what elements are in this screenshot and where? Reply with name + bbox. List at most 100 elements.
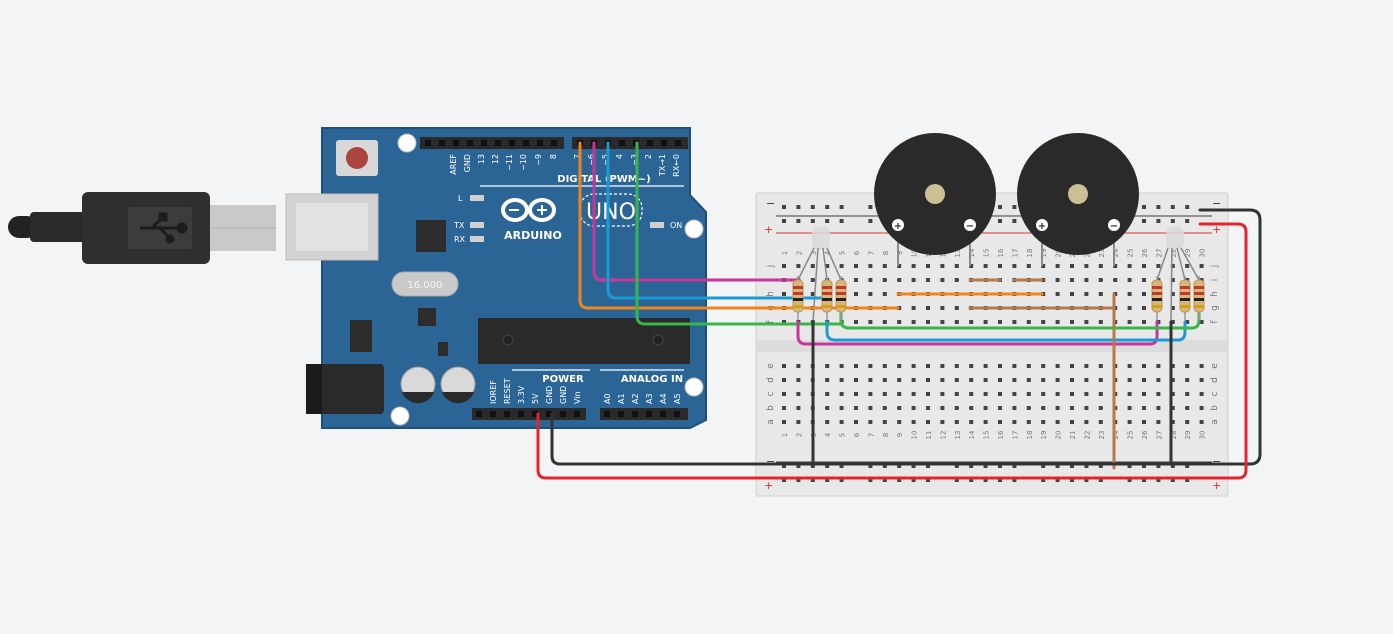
rail-hole[interactable] xyxy=(1070,464,1074,468)
breadboard-hole[interactable] xyxy=(1055,364,1060,368)
rail-hole[interactable] xyxy=(810,219,815,223)
breadboard-hole[interactable] xyxy=(969,392,974,396)
breadboard-hole[interactable] xyxy=(1026,320,1031,324)
rail-hole[interactable] xyxy=(825,478,830,482)
wire-green-led2[interactable] xyxy=(839,310,1201,330)
breadboard-hole[interactable] xyxy=(1041,392,1046,396)
breadboard-hole[interactable] xyxy=(825,364,830,368)
rail-hole[interactable] xyxy=(810,478,815,482)
wire-black-rail-bridge[interactable] xyxy=(1198,208,1262,466)
breadboard-hole[interactable] xyxy=(954,278,959,282)
breadboard-hole[interactable] xyxy=(1055,420,1060,424)
rail-hole[interactable] xyxy=(782,219,786,223)
rail-hole[interactable] xyxy=(998,219,1002,223)
breadboard-hole[interactable] xyxy=(1142,278,1146,282)
breadboard-hole[interactable] xyxy=(940,364,945,368)
rail-hole[interactable] xyxy=(926,478,930,482)
breadboard-hole[interactable] xyxy=(983,392,988,396)
breadboard-hole[interactable] xyxy=(1142,378,1146,382)
breadboard-hole[interactable] xyxy=(897,420,902,424)
breadboard-hole[interactable] xyxy=(1055,392,1060,396)
breadboard-hole[interactable] xyxy=(839,364,844,368)
breadboard-hole[interactable] xyxy=(940,306,945,310)
breadboard-hole[interactable] xyxy=(796,264,801,268)
piezo-buzzer-1[interactable]: + − xyxy=(874,133,996,266)
breadboard-hole[interactable] xyxy=(983,320,988,324)
breadboard-hole[interactable] xyxy=(911,278,916,282)
breadboard-hole[interactable] xyxy=(1127,306,1132,310)
breadboard-hole[interactable] xyxy=(1098,278,1103,282)
breadboard-hole[interactable] xyxy=(1127,364,1132,368)
breadboard-hole[interactable] xyxy=(782,292,786,296)
breadboard-hole[interactable] xyxy=(897,278,902,282)
usb-cable[interactable] xyxy=(8,192,276,264)
breadboard-hole[interactable] xyxy=(998,364,1002,368)
breadboard-hole[interactable] xyxy=(1170,292,1175,296)
rail-hole[interactable] xyxy=(983,478,988,482)
breadboard-hole[interactable] xyxy=(1127,292,1132,296)
header-hole[interactable] xyxy=(518,411,524,417)
breadboard-hole[interactable] xyxy=(954,264,959,268)
reset-button[interactable] xyxy=(346,147,368,169)
breadboard-hole[interactable] xyxy=(1170,378,1175,382)
breadboard-hole[interactable] xyxy=(1012,320,1017,324)
breadboard-hole[interactable] xyxy=(796,406,801,410)
breadboard-hole[interactable] xyxy=(1156,406,1161,410)
rgb-led-2[interactable] xyxy=(1156,226,1200,323)
rail-hole[interactable] xyxy=(882,478,887,482)
breadboard-hole[interactable] xyxy=(839,420,844,424)
breadboard-hole[interactable] xyxy=(1185,264,1190,268)
breadboard-hole[interactable] xyxy=(1156,364,1161,368)
breadboard-hole[interactable] xyxy=(1055,292,1060,296)
rail-hole[interactable] xyxy=(1156,205,1161,209)
rail-hole[interactable] xyxy=(1127,464,1132,468)
rail-hole[interactable] xyxy=(796,464,801,468)
breadboard-hole[interactable] xyxy=(882,320,887,324)
breadboard-hole[interactable] xyxy=(825,420,830,424)
breadboard-hole[interactable] xyxy=(1012,264,1017,268)
breadboard-hole[interactable] xyxy=(1127,392,1132,396)
breadboard-hole[interactable] xyxy=(1070,406,1074,410)
piezo-buzzer-2[interactable]: + − xyxy=(1017,133,1139,266)
rail-hole[interactable] xyxy=(1142,464,1146,468)
breadboard-hole[interactable] xyxy=(954,364,959,368)
breadboard-hole[interactable] xyxy=(998,392,1002,396)
breadboard-hole[interactable] xyxy=(954,306,959,310)
breadboard-hole[interactable] xyxy=(1055,278,1060,282)
header-hole[interactable] xyxy=(453,140,459,146)
rail-hole[interactable] xyxy=(1012,478,1017,482)
rail-hole[interactable] xyxy=(998,205,1002,209)
breadboard-hole[interactable] xyxy=(1185,420,1190,424)
breadboard-hole[interactable] xyxy=(954,378,959,382)
breadboard-hole[interactable] xyxy=(1070,420,1074,424)
breadboard-hole[interactable] xyxy=(868,278,873,282)
breadboard-hole[interactable] xyxy=(1170,364,1175,368)
breadboard-hole[interactable] xyxy=(926,364,930,368)
rail-hole[interactable] xyxy=(810,205,815,209)
breadboard-hole[interactable] xyxy=(897,320,902,324)
header-hole[interactable] xyxy=(674,411,680,417)
rail-hole[interactable] xyxy=(882,464,887,468)
breadboard-hole[interactable] xyxy=(998,264,1002,268)
breadboard-hole[interactable] xyxy=(796,392,801,396)
breadboard-hole[interactable] xyxy=(810,264,815,268)
breadboard-hole[interactable] xyxy=(969,378,974,382)
breadboard-hole[interactable] xyxy=(882,292,887,296)
breadboard-hole[interactable] xyxy=(1199,420,1204,424)
breadboard-hole[interactable] xyxy=(868,420,873,424)
rail-hole[interactable] xyxy=(825,219,830,223)
breadboard-hole[interactable] xyxy=(1026,378,1031,382)
breadboard-hole[interactable] xyxy=(926,306,930,310)
breadboard-hole[interactable] xyxy=(911,264,916,268)
breadboard-hole[interactable] xyxy=(1070,278,1074,282)
rail-hole[interactable] xyxy=(782,478,786,482)
breadboard-hole[interactable] xyxy=(926,264,930,268)
breadboard-hole[interactable] xyxy=(839,406,844,410)
breadboard-hole[interactable] xyxy=(1156,420,1161,424)
rail-hole[interactable] xyxy=(1098,464,1103,468)
breadboard-hole[interactable] xyxy=(1070,364,1074,368)
breadboard-hole[interactable] xyxy=(1098,420,1103,424)
breadboard-hole[interactable] xyxy=(1142,392,1146,396)
breadboard-hole[interactable] xyxy=(897,392,902,396)
